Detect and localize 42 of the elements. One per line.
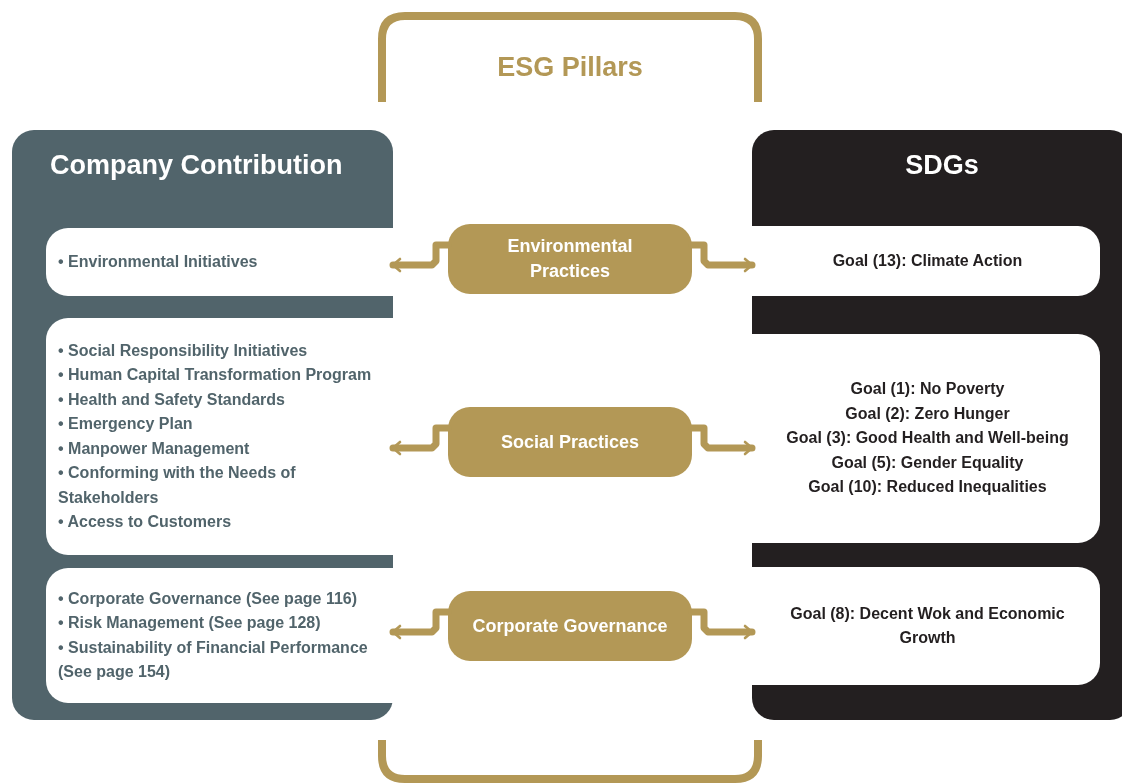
list-item: • Access to Customers [58,512,233,532]
list-card [752,567,1100,685]
list-card [752,226,1100,296]
panel-heading: SDGs [904,150,980,181]
list-item: • Emergency Plan [58,414,194,434]
list-item: • Manpower Management [58,438,251,459]
hook-arrow [389,241,452,273]
hook-arrow [688,424,756,456]
pillar-label: Social Practices [500,430,640,454]
list-item: • Health and Safety Standards [58,389,286,410]
pillar-label: Environmental Practices [506,235,634,283]
column-panel [12,130,393,720]
list-card [46,228,393,296]
list-item: Goal (1): No Poverty [849,379,1006,400]
list-item: Goal (2): Zero Hunger [844,403,1011,424]
panel-heading: Company Contribution [49,150,344,181]
pillar-pill [448,591,692,661]
pillar-pill [448,224,692,294]
list-item: Goal (5): Gender Equality [830,452,1025,473]
list-item: • Social Responsibility Initiatives [58,340,309,361]
pillars-frame [378,12,762,102]
list-card [46,318,393,555]
list-item: Goal (8): Decent Wok and Economic Growth [789,603,1066,648]
list-item: Goal (13): Climate Action [831,250,1024,271]
list-item: • Environmental Initiatives [58,251,259,272]
hook-arrow [688,608,756,640]
column-panel [752,130,1122,720]
pillar-pill [448,407,692,477]
list-item: • Sustainability of Financial Performance (See page 154) [58,637,369,682]
list-card [752,334,1100,543]
list-item: Goal (3): Good Health and Well-being [785,428,1070,449]
frame-heading: ESG Pillars [496,52,644,83]
hook-arrow [688,241,756,273]
hook-arrow [389,424,452,456]
list-item: Goal (10): Reduced Inequalities [807,477,1048,498]
list-item: • Conforming with the Needs of Stakeholders [58,463,297,508]
list-item: • Human Capital Transformation Program [58,365,373,385]
list-item: • Risk Management (See page 128) [58,613,322,633]
pillar-label: Corporate Governance [472,614,668,638]
list-card [46,568,393,703]
hook-arrow [389,608,452,640]
list-item: • Corporate Governance (See page 116) [58,588,359,609]
